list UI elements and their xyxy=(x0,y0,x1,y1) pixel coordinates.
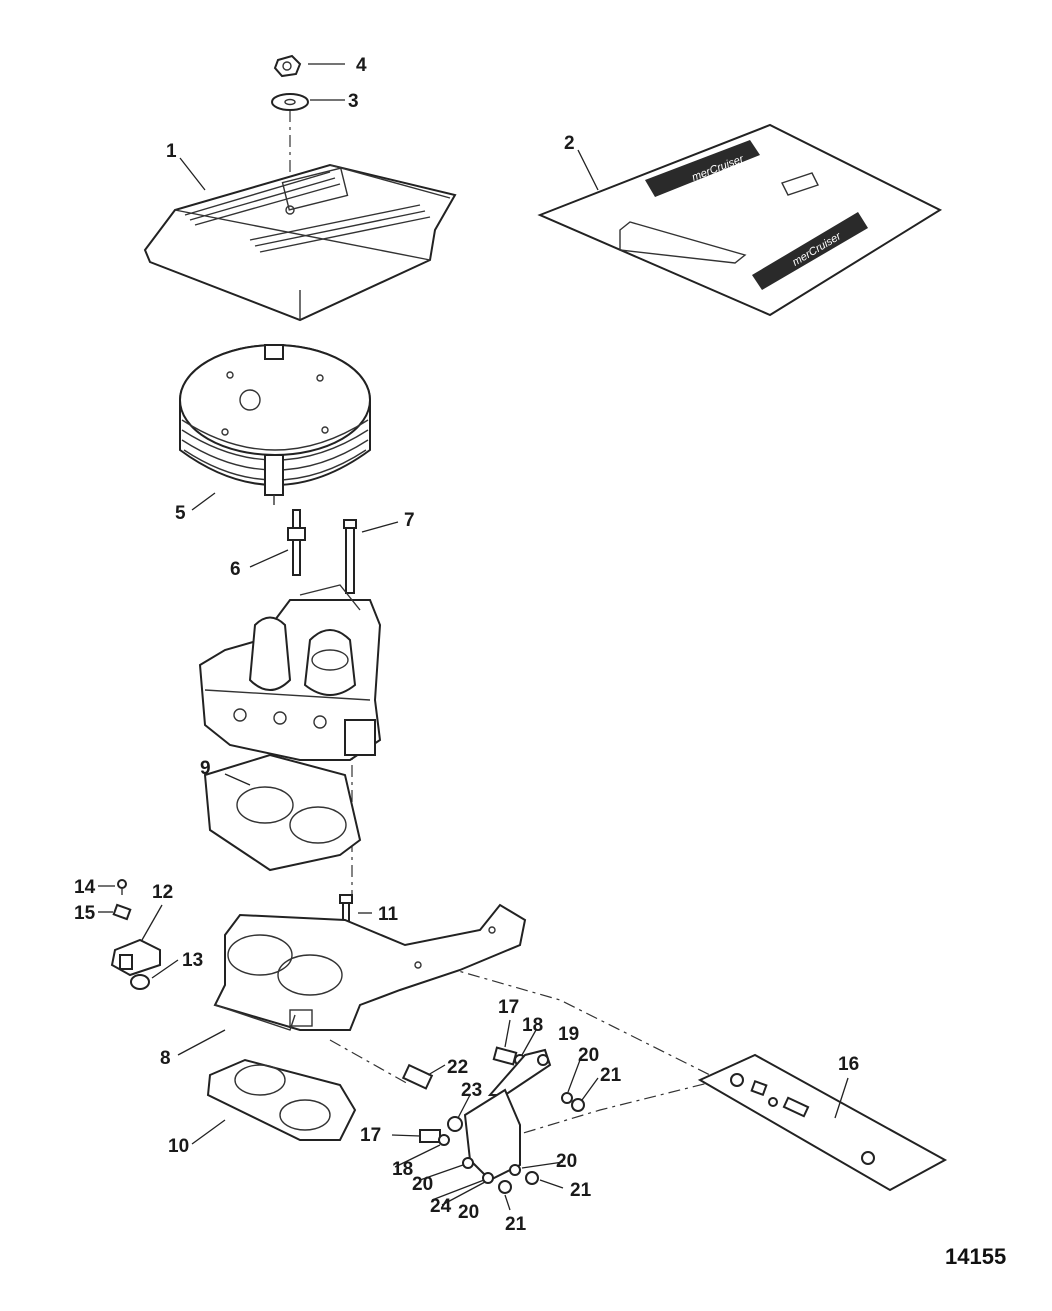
lever-part-19 xyxy=(487,1048,552,1096)
stud-part-6 xyxy=(287,509,306,576)
washer-part-20-b xyxy=(462,1157,474,1169)
callout-3: 3 xyxy=(348,91,359,112)
decal-sheet-part-2: merCruiser merCruiser xyxy=(537,123,943,317)
callout-20-d: 20 xyxy=(458,1202,479,1223)
sensor-part-12 xyxy=(110,938,161,977)
callout-6: 6 xyxy=(230,559,241,580)
callout-20-c: 20 xyxy=(556,1151,577,1172)
callout-2: 2 xyxy=(564,133,575,154)
flame-arrestor-part-5 xyxy=(179,344,371,505)
bolt-part-7 xyxy=(343,519,357,594)
gasket-part-9 xyxy=(203,753,362,872)
gasket-part-10 xyxy=(206,1058,357,1141)
washer-part-20-c xyxy=(509,1164,521,1176)
callout-8: 8 xyxy=(160,1048,171,1069)
callout-17-upper: 17 xyxy=(498,997,519,1018)
washer-part-18-lower xyxy=(438,1134,450,1146)
callout-21-c: 21 xyxy=(505,1214,527,1235)
adapter-plate-part-8 xyxy=(213,903,527,1031)
nut-part-21-c xyxy=(525,1171,539,1185)
leader-lines xyxy=(98,63,849,1211)
callout-21-b: 21 xyxy=(570,1180,592,1201)
callout-7: 7 xyxy=(404,510,415,531)
nut-part-13 xyxy=(130,974,150,990)
callout-1: 1 xyxy=(166,141,177,162)
callout-18-upper: 18 xyxy=(522,1015,543,1036)
callout-20-a: 20 xyxy=(578,1045,599,1066)
callout-17-lower: 17 xyxy=(360,1125,381,1146)
figure-number: 14155 xyxy=(945,1244,1006,1269)
nut-part-21-a xyxy=(571,1098,585,1112)
stud-part-17-lower xyxy=(419,1129,441,1143)
washer-part-24 xyxy=(482,1172,494,1184)
callout-labels: 4 3 1 2 5 6 7 9 14 15 12 13 11 8 10 16 1… xyxy=(74,55,859,1235)
nut-part-4 xyxy=(273,54,302,78)
callout-15: 15 xyxy=(74,903,96,924)
callout-10: 10 xyxy=(168,1136,189,1157)
hardware-kit-part-16 xyxy=(697,1053,948,1192)
callout-9: 9 xyxy=(200,758,211,779)
callout-11: 11 xyxy=(378,904,399,925)
screw-part-14 xyxy=(117,879,127,895)
callout-14: 14 xyxy=(74,877,96,898)
callout-5: 5 xyxy=(175,503,186,524)
callout-23: 23 xyxy=(461,1080,482,1101)
callout-12: 12 xyxy=(152,882,173,903)
callout-19: 19 xyxy=(558,1024,579,1045)
callout-24: 24 xyxy=(430,1196,452,1217)
callout-4: 4 xyxy=(356,55,367,76)
washer-part-20-a xyxy=(561,1092,573,1104)
callout-16: 16 xyxy=(838,1054,859,1075)
throttle-body xyxy=(198,584,382,761)
callout-20-b: 20 xyxy=(412,1174,433,1195)
nut-part-21-b xyxy=(498,1180,512,1194)
callout-18-lower: 18 xyxy=(392,1159,413,1180)
clip-part-15 xyxy=(112,903,132,921)
fitting-part-22 xyxy=(401,1063,434,1090)
flame-arrestor-cover-part-1 xyxy=(143,163,457,322)
washer-part-23 xyxy=(447,1116,463,1132)
callout-21-a: 21 xyxy=(600,1065,622,1086)
stud-part-17-upper xyxy=(492,1046,518,1066)
callout-13: 13 xyxy=(182,950,203,971)
linkage-assembly xyxy=(419,1046,585,1194)
washer-part-3 xyxy=(271,93,309,111)
callout-22: 22 xyxy=(447,1057,468,1078)
